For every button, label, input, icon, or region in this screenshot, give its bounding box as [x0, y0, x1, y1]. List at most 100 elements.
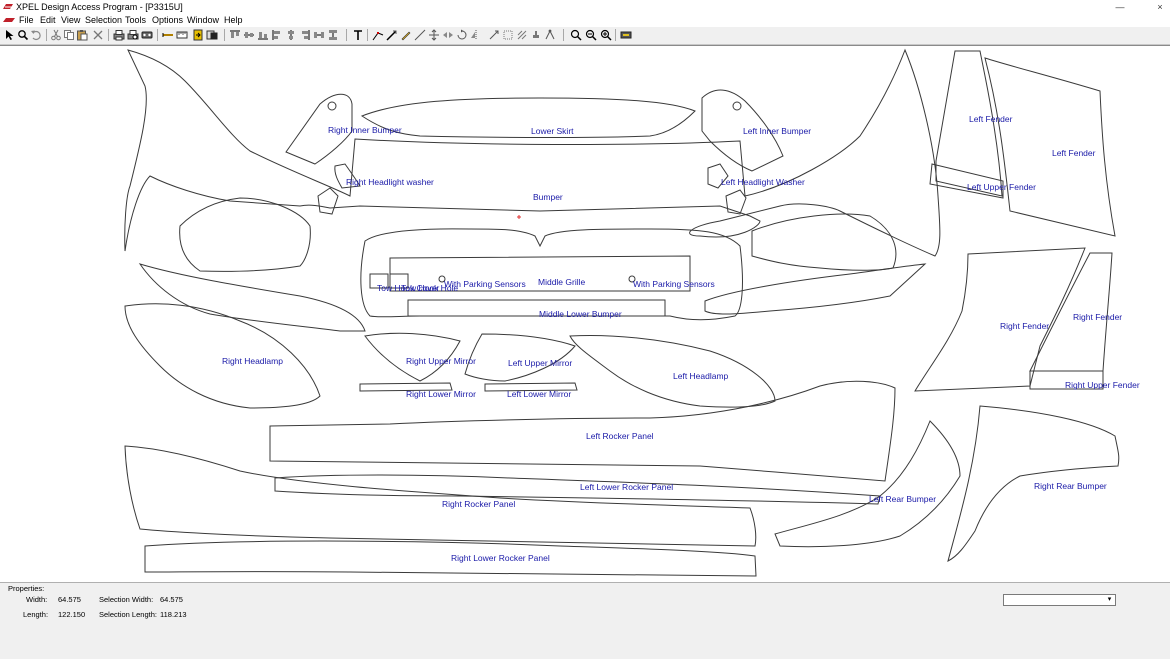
cutter-icon[interactable] [620, 29, 632, 41]
toolbar [0, 27, 1170, 45]
close-button[interactable]: × [1157, 2, 1163, 12]
minimize-button[interactable]: — [1115, 2, 1125, 12]
align-left-icon[interactable] [271, 29, 283, 41]
menu-selection[interactable]: Selection [85, 15, 123, 25]
nest-icon[interactable] [516, 29, 528, 41]
mirror-icon[interactable] [470, 29, 482, 41]
weld-icon[interactable] [502, 29, 514, 41]
label-right-inner-bumper: Right Inner Bumper [328, 125, 402, 135]
right-inner-bumper-shape [285, 93, 353, 165]
paste-icon[interactable] [76, 29, 88, 41]
properties-title: Properties: [8, 584, 45, 593]
pencil-icon[interactable] [400, 29, 412, 41]
zoom-out-icon[interactable] [585, 29, 597, 41]
line-draw-icon[interactable] [414, 29, 426, 41]
window-controls: — × [1110, 0, 1170, 14]
label-right-headlamp: Right Headlamp [222, 356, 283, 366]
label-left-upper-fender: Left Upper Fender [967, 182, 1036, 192]
menu-file[interactable]: File [19, 15, 34, 25]
pattern-drawing [124, 48, 1120, 577]
label-tow-hook-hole: Tow Hook Hole [401, 283, 459, 293]
align-right-icon[interactable] [299, 29, 311, 41]
cut-icon[interactable] [50, 29, 62, 41]
label-lower-skirt: Lower Skirt [531, 126, 574, 136]
title-bar: XPEL Design Access Program - [P3315U] — … [0, 0, 1170, 14]
rotate-icon[interactable] [456, 29, 468, 41]
label-left-lower-mirror: Left Lower Mirror [507, 389, 572, 399]
length-label: Length: [23, 610, 49, 619]
zoom-in-icon[interactable] [570, 29, 582, 41]
zoom-fit-icon[interactable] [600, 29, 612, 41]
flip-icon[interactable] [442, 29, 454, 41]
label-right-fender-2: Right Fender [1073, 312, 1123, 322]
menu-window[interactable]: Window [187, 15, 220, 25]
app-logo-icon [3, 4, 13, 9]
window-title: XPEL Design Access Program - [P3315U] [16, 2, 183, 12]
node-icon[interactable] [544, 29, 556, 41]
left-inner-bumper-shape [701, 89, 784, 172]
export-icon[interactable] [192, 29, 204, 41]
selection-length-value: 118.213 [160, 610, 187, 619]
scale-icon[interactable] [488, 29, 500, 41]
left-rocker-panel-shape [269, 380, 896, 482]
align-bottom-icon[interactable] [257, 29, 269, 41]
text-tool-icon[interactable] [352, 29, 364, 41]
label-bumper: Bumper [533, 192, 563, 202]
layer-dropdown[interactable]: ▾ [1003, 594, 1116, 606]
label-right-upper-fender: Right Upper Fender [1065, 380, 1140, 390]
right-fender-1-shape [914, 247, 1086, 392]
menu-help[interactable]: Help [224, 15, 243, 25]
label-middle-lower-bumper: Middle Lower Bumper [539, 309, 622, 319]
left-headlamp-shape [569, 335, 776, 408]
label-left-rear-bumper: Left Rear Bumper [869, 494, 937, 504]
label-right-rear-bumper: Right Rear Bumper [1034, 481, 1107, 491]
align-middle-icon[interactable] [243, 29, 255, 41]
label-tow-hook-cover: Tow Hook Cover [377, 283, 440, 293]
label-left-inner-bumper: Left Inner Bumper [743, 126, 812, 136]
import-icon[interactable] [206, 29, 218, 41]
move-icon[interactable] [428, 29, 440, 41]
undo-icon[interactable] [30, 29, 42, 41]
copy-icon[interactable] [63, 29, 75, 41]
label-left-lower-rocker-panel: Left Lower Rocker Panel [580, 482, 674, 492]
label-right-lower-rocker-panel: Right Lower Rocker Panel [451, 553, 550, 563]
select-arrow-icon[interactable] [4, 29, 16, 41]
delete-icon[interactable] [92, 29, 104, 41]
align-top-icon[interactable] [229, 29, 241, 41]
align-center-icon[interactable] [285, 29, 297, 41]
stamp-icon[interactable] [530, 29, 542, 41]
chevron-down-icon[interactable]: ▾ [1107, 596, 1112, 603]
menu-edit[interactable]: Edit [40, 15, 56, 25]
label-right-lower-mirror: Right Lower Mirror [406, 389, 476, 399]
right-headlamp-shape [124, 303, 321, 409]
label-middle-grille: Middle Grille [538, 277, 586, 287]
width-value: 64.575 [58, 595, 81, 604]
print-icon[interactable] [113, 29, 125, 41]
zoom-search-icon[interactable] [17, 29, 29, 41]
spacing-icon[interactable] [327, 29, 339, 41]
design-canvas[interactable]: Right Inner Bumper Lower Skirt Left Inne… [0, 45, 1170, 583]
properties-panel: Properties: Width: 64.575 Length: 122.15… [0, 582, 1170, 659]
right-rear-bumper-shape [947, 405, 1120, 562]
right-rocker-panel-shape [124, 445, 757, 547]
label-left-upper-mirror: Left Upper Mirror [508, 358, 573, 368]
center-marker-icon [517, 215, 521, 219]
menu-options[interactable]: Options [152, 15, 184, 25]
line-tool-icon[interactable] [162, 29, 174, 41]
label-with-parking-sensors-2: With Parking Sensors [633, 279, 715, 289]
document-icon[interactable] [3, 17, 15, 24]
label-left-headlight-washer: Left Headlight Washer [721, 177, 805, 187]
left-rear-bumper-shape [774, 420, 961, 548]
menu-view[interactable]: View [61, 15, 81, 25]
selection-width-label: Selection Width: [99, 595, 154, 604]
menu-tools[interactable]: Tools [125, 15, 147, 25]
label-left-headlamp: Left Headlamp [673, 371, 729, 381]
page-setup-icon[interactable] [141, 29, 153, 41]
label-left-fender-1: Left Fender [969, 114, 1013, 124]
distribute-icon[interactable] [313, 29, 325, 41]
label-with-parking-sensors-1: With Parking Sensors [444, 279, 526, 289]
print-preview-icon[interactable] [127, 29, 139, 41]
knife-icon[interactable] [386, 29, 398, 41]
measure-icon[interactable] [176, 29, 188, 41]
edit-nodes-icon[interactable] [372, 29, 384, 41]
